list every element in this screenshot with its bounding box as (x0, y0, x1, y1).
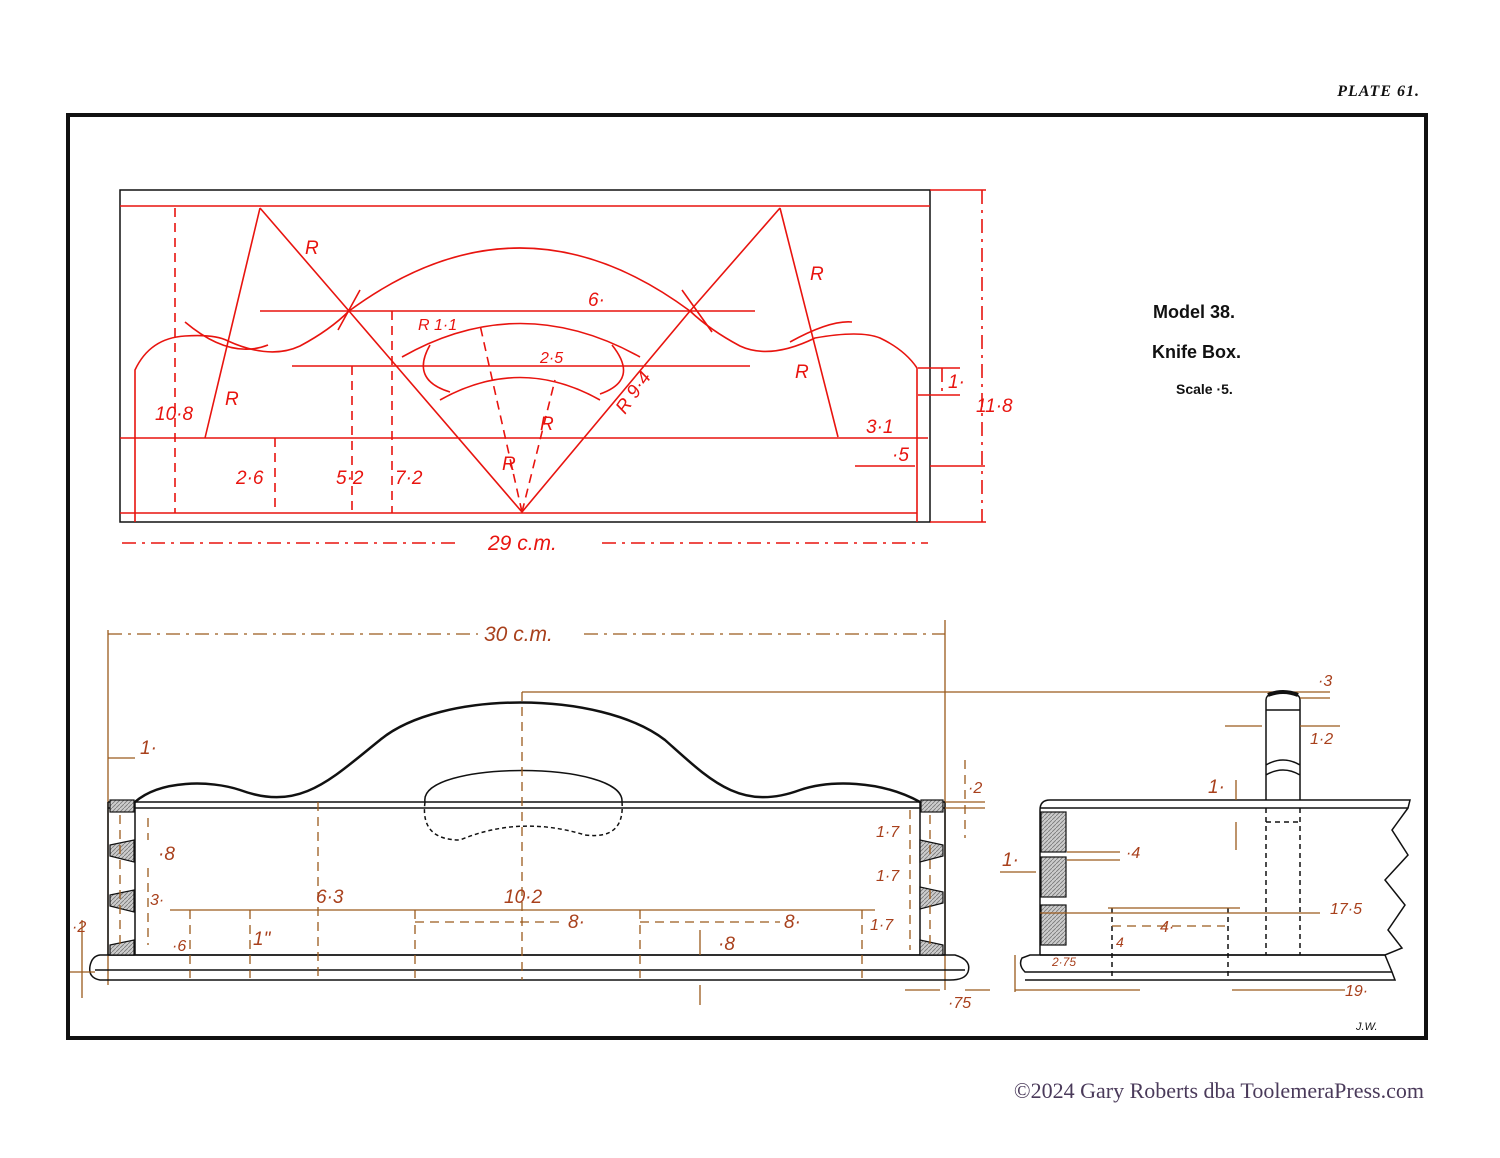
dimension-label: 1· (140, 738, 157, 759)
dimension-label: ·5 (892, 445, 909, 466)
dimension-label: 10·2 (504, 887, 542, 908)
radius-label: R (305, 238, 319, 259)
dimension-label: 11·8 (976, 396, 1013, 417)
front-elevation: 30 c.m. 1· ·8 3· ·2 ·6 1" 6·3 10·2 8· 8·… (70, 620, 1300, 1012)
dimension-label: 1·7 (876, 868, 900, 885)
dimension-label: 1· (1002, 850, 1019, 871)
radius-label: R (795, 362, 809, 383)
dimension-label: 1·7 (870, 917, 894, 934)
scale-label: Scale ·5. (1176, 381, 1233, 397)
dimension-label: 7·2 (395, 468, 423, 489)
copyright-notice: ©2024 Gary Roberts dba ToolemeraPress.co… (1013, 1078, 1424, 1103)
dimension-label: 1·2 (1310, 731, 1333, 748)
dimension-label: 1" (253, 929, 272, 950)
handle-opening (424, 769, 623, 803)
dimension-label: ·6 (172, 938, 186, 955)
drawing-title: Knife Box. (1152, 342, 1242, 362)
plate-border (66, 113, 1428, 1040)
radius-label: R 9·4 (612, 368, 656, 418)
dimension-label: 6·3 (316, 887, 344, 908)
dimension-label: 1· (1208, 777, 1225, 798)
dimension-label: ·2 (72, 919, 86, 936)
top-profile (134, 701, 921, 804)
draftsman-signature: J.W. (1355, 1021, 1378, 1033)
profile-curve (134, 247, 918, 522)
model-number: Model 38. (1153, 302, 1236, 322)
handle-outline (401, 322, 641, 401)
dimension-label: 1· (948, 372, 965, 393)
dimension-label: 2·5 (539, 350, 563, 367)
dimension-label: 10·8 (155, 404, 193, 425)
dimension-label: ·8 (718, 934, 735, 955)
dimension-label: 5·2 (336, 468, 364, 489)
width-label: 30 c.m. (484, 623, 553, 646)
plate-number: PLATE 61. (1337, 83, 1420, 100)
dimension-label: ·2 (968, 780, 982, 797)
radius-label: R (225, 389, 239, 410)
dimension-label: 8· (568, 912, 585, 933)
side-elevation: ·3 1·2 1· ·4 1· 17·5 4· 4 2·75 19· (1000, 673, 1411, 1000)
dimension-label: 2·6 (235, 468, 264, 489)
radius-label: R (810, 264, 824, 285)
width-label: 29 c.m. (487, 532, 557, 555)
radius-label: R 1·1 (418, 317, 457, 334)
dimension-label: 8· (784, 912, 801, 933)
dimension-label: 4· (1160, 919, 1174, 936)
dimension-label: 19· (1345, 983, 1368, 1000)
radius-label: R (502, 454, 516, 475)
dimension-label: 1·7 (876, 824, 900, 841)
dimension-label: 17·5 (1330, 901, 1362, 918)
dimension-label: 3·1 (866, 417, 893, 438)
dimension-label: 3· (150, 892, 164, 909)
dimension-label: ·3 (1318, 673, 1332, 690)
dimension-label: ·75 (948, 995, 971, 1012)
dimension-label: 2·75 (1051, 955, 1076, 969)
dimension-label: ·4 (1126, 845, 1140, 862)
dimension-label: 6· (588, 290, 605, 311)
dimension-label: 4 (1116, 934, 1124, 950)
dimension-label: ·8 (158, 844, 175, 865)
construction-view: R R R R R R 6· 2·5 R 1·1 R 9·4 10·8 2·6 … (119, 189, 1013, 555)
radius-label: R (540, 414, 554, 435)
board-outline (119, 189, 931, 523)
